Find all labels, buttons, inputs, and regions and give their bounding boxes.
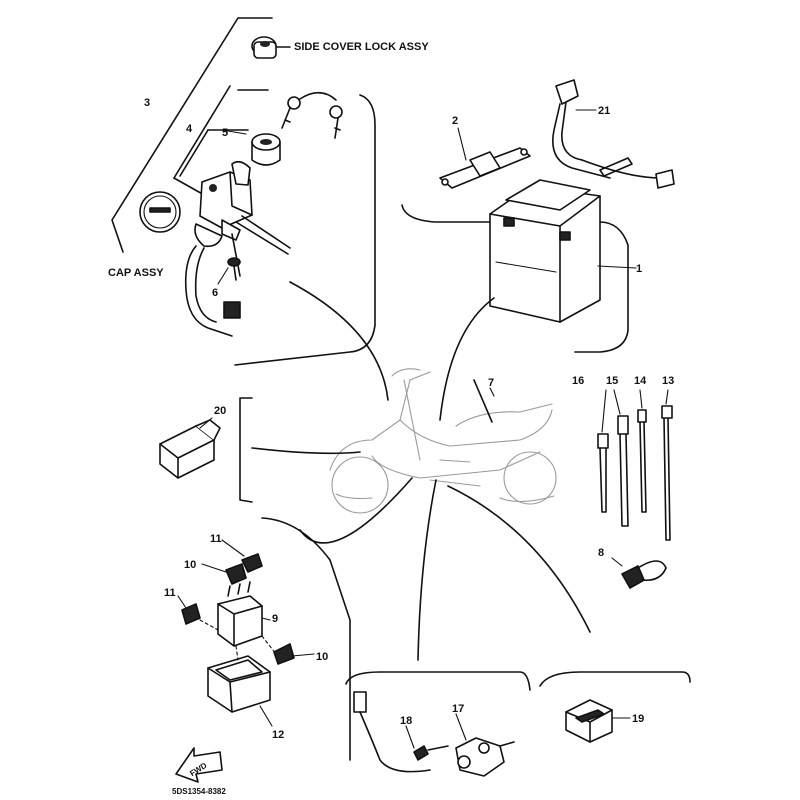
lock-cylinder-icon [251,133,281,166]
lens-group-frame [539,671,691,687]
main-switch-icon [184,160,291,337]
scooter-outline [329,368,557,514]
part-number-19: 19 [632,713,644,725]
part-number-7: 7 [488,377,494,389]
starter-group-frame [345,671,531,691]
group-bracket-lines [111,17,273,253]
part-number-10-upper: 10 [184,559,196,571]
part-number-9: 9 [272,613,278,625]
fuses-icon [181,553,295,665]
leader-lines [251,281,591,661]
part-number-10-lower: 10 [316,651,328,663]
dashed-guides [199,619,277,661]
part-number-20: 20 [214,405,226,417]
relay-cover-icon [207,655,271,713]
side-cover-lock-icon [251,36,291,59]
label-leaders [177,109,669,749]
part-number-1: 1 [636,263,642,275]
part-number-11-lower: 11 [164,587,176,599]
fwd-arrow-icon [175,747,223,783]
part-number-2: 2 [452,115,458,127]
drawing-code: 5DS1354-8382 [172,787,226,796]
cap-assy-icon [139,191,181,233]
relay-9-icon [217,581,263,647]
part-number-5: 5 [222,127,228,139]
screw-icon [227,257,241,281]
part-number-17: 17 [452,703,464,715]
part-number-21: 21 [598,105,610,117]
battery-lead-icon [552,79,675,189]
part-number-18: 18 [400,715,412,727]
part-number-11-upper: 11 [210,533,222,545]
part-number-8: 8 [598,547,604,559]
battery-icon [489,179,601,323]
part-number-6: 6 [212,287,218,299]
part-number-15: 15 [606,375,618,387]
battery-group-frame [401,204,629,353]
starter-relay-icon [353,691,515,777]
relay-20-frame [239,397,253,503]
part-labels: SIDE COVER LOCK ASSY CAP ASSY 1 2 3 4 5 … [108,41,674,796]
clamp-icon [621,560,667,589]
battery-band-icon [439,147,531,189]
part-number-4: 4 [186,123,193,135]
part-number-12: 12 [272,729,284,741]
relay-group-frame [261,517,351,761]
lamp-unit-icon [565,699,613,743]
ignition-keys-icon [281,91,343,139]
part-number-16: 16 [572,375,584,387]
ignition-group-frame [234,94,376,366]
relay-20-icon [159,419,221,479]
part-number-14: 14 [634,375,647,387]
cable-ties-icon [597,405,673,541]
part-number-3: 3 [144,97,150,109]
side-cover-lock-label: SIDE COVER LOCK ASSY [294,41,429,53]
cap-assy-label: CAP ASSY [108,267,164,279]
part-number-13: 13 [662,375,674,387]
